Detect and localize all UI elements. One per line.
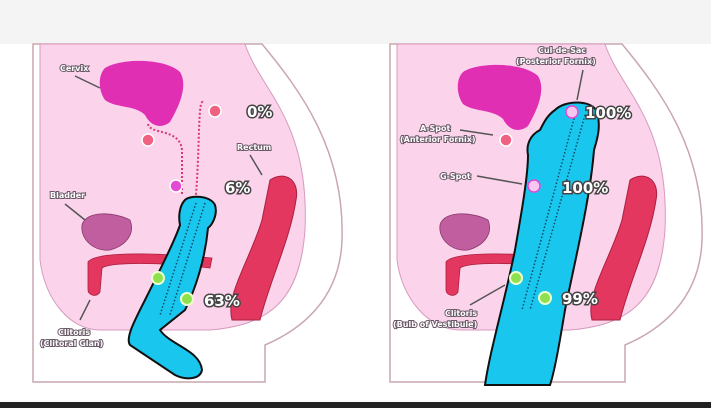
- pct-clitoris-zone: 99%: [562, 290, 598, 308]
- pct-posterior-fornix: 100%: [585, 104, 631, 122]
- bottom-bar: [0, 402, 711, 408]
- zone-dot-mid: [169, 179, 183, 193]
- pct-rectum-zone: 6%: [225, 179, 250, 197]
- arrow-icon: [476, 175, 523, 185]
- zone-dot-posterior-fornix: [565, 105, 579, 119]
- clitoris-label-2: (Clitoral Glan): [40, 339, 103, 348]
- zone-dot-g-spot: [527, 179, 541, 193]
- zone-dot-clitoris-2: [180, 292, 194, 306]
- a-spot-label-2: (Anterior Fornix): [400, 135, 476, 144]
- right-panel: Cul-de-Sac (Posterior Fornix) A-Spot (An…: [389, 43, 703, 386]
- cul-de-sac-label-1: Cul-de-Sac: [538, 46, 586, 55]
- pct-clitoris-zone: 63%: [204, 292, 240, 310]
- rectum-label: Rectum: [237, 143, 271, 152]
- clitoris-label-2: (Bulb of Vestibule): [393, 320, 477, 329]
- pct-g-spot: 100%: [562, 179, 608, 197]
- arrow-icon: [469, 284, 506, 306]
- arrow-icon: [64, 203, 86, 221]
- arrow-icon: [249, 154, 263, 176]
- bladder-shape: [439, 213, 490, 251]
- cervix-label: Cervix: [60, 64, 89, 73]
- toy-dotted-lines: [159, 202, 206, 316]
- cervix-shape: [99, 60, 184, 126]
- zone-dot-clitoris-1: [509, 271, 523, 285]
- zone-dot-cervix-low: [141, 133, 155, 147]
- arrow-icon: [74, 75, 101, 89]
- rectum-shape: [590, 175, 658, 321]
- clitoris-label-1: Clitoris: [445, 309, 477, 318]
- clitoris-label-1: Clitoris: [58, 328, 90, 337]
- toy-shape: [127, 195, 217, 380]
- zone-dot-clitoris-2: [538, 291, 552, 305]
- top-band: [0, 0, 711, 44]
- zone-dot-clitoris-1: [151, 271, 165, 285]
- arrow-icon: [576, 69, 584, 101]
- zone-dot-a-spot: [499, 133, 513, 147]
- left-panel: Cervix Rectum Bladder Clitoris (Clitoral…: [32, 43, 343, 383]
- toy-shape: [483, 101, 600, 386]
- a-spot-label-1: A-Spot: [420, 124, 450, 133]
- g-spot-label: G-Spot: [440, 172, 471, 181]
- bladder-shape: [81, 213, 132, 251]
- pct-cervix-zone: 0%: [247, 103, 272, 121]
- rectum-shape: [230, 175, 298, 321]
- cul-de-sac-label-2: (Posterior Fornix): [516, 57, 596, 66]
- arrow-icon: [79, 299, 91, 321]
- zone-dot-cervix-top: [208, 104, 222, 118]
- cervix-shape: [457, 64, 542, 130]
- bladder-label: Bladder: [50, 191, 85, 200]
- dotted-path: [147, 100, 204, 196]
- toy-dotted-lines: [521, 114, 586, 311]
- arrow-icon: [459, 129, 494, 136]
